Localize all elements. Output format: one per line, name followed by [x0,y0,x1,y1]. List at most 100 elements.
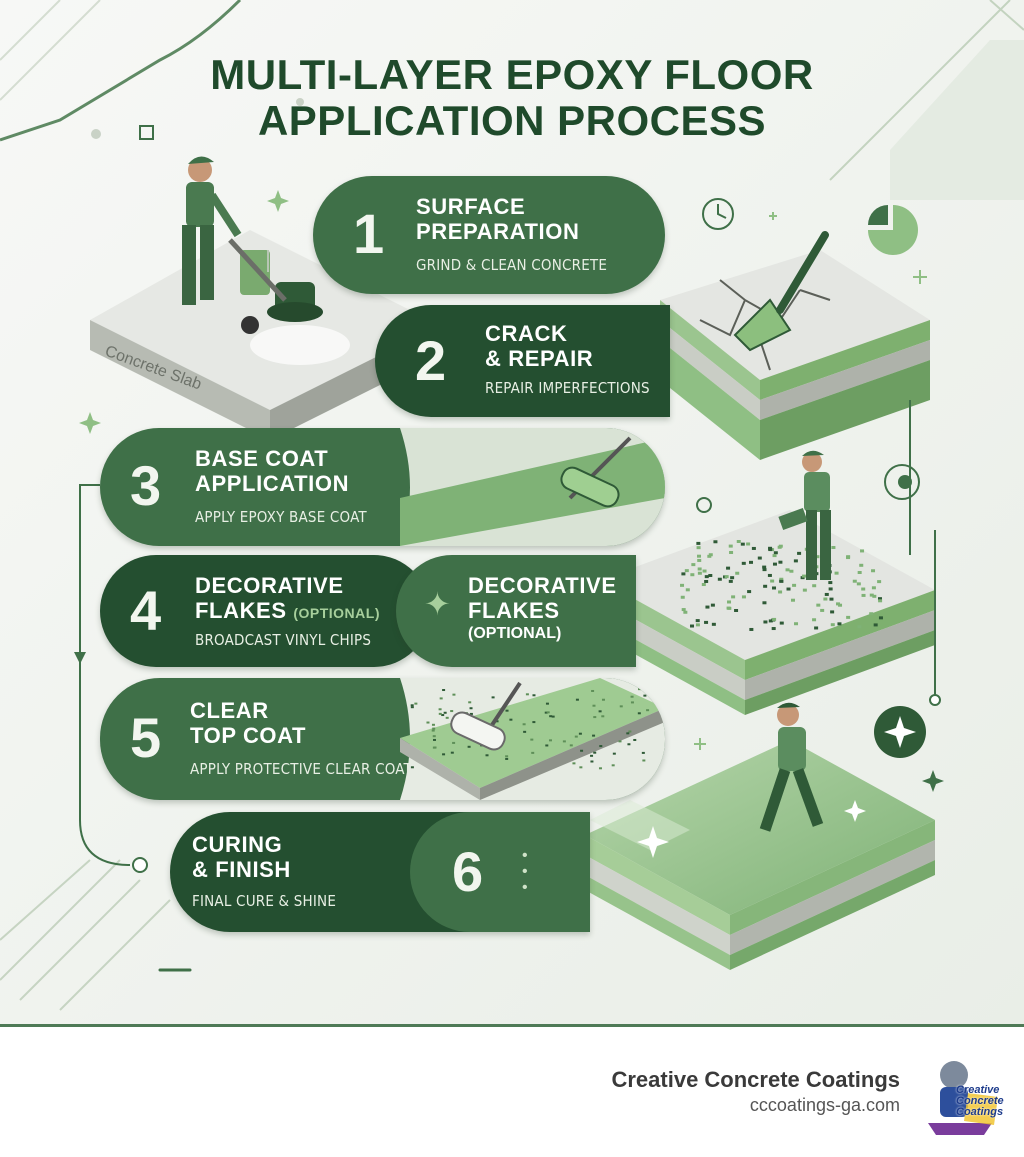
flake [877,597,882,601]
flake [708,553,713,557]
floor-grinder-icon [228,238,323,334]
flake [724,575,729,579]
flake [872,594,877,598]
flake [578,732,582,735]
flake [611,764,615,767]
flake [549,715,553,718]
flake [495,720,499,723]
cracked-slab [660,250,930,460]
flake [467,745,471,748]
flake [505,757,509,760]
flake [773,551,778,555]
flake [649,689,653,692]
flake [443,711,447,714]
paint-roller-icon [560,436,632,508]
flake [593,716,597,719]
flake [590,754,594,757]
flake [545,702,549,705]
flake [591,689,595,692]
flake [736,540,741,544]
flake [523,730,527,733]
trowel-icon [733,231,829,352]
flake [771,627,776,631]
flake [829,597,834,601]
flake [532,694,536,697]
step-number: 4 [130,579,162,642]
flake [824,592,829,596]
flake [772,554,777,558]
flake [642,759,646,762]
flake [544,711,548,714]
flake [681,572,686,576]
flake [697,571,702,575]
flake [681,608,686,612]
flake [749,560,754,564]
pie-chart-icon [868,205,918,255]
flake [751,546,756,550]
flake [630,701,634,704]
flake [705,605,710,609]
step-6-number-panel: 6 ••• [410,812,590,932]
flake [727,600,732,604]
flake [531,751,535,754]
flake [522,723,526,726]
flake [590,760,594,763]
flake [800,576,805,580]
brand-url[interactable]: cccoatings-ga.com [749,1095,900,1115]
flake [812,584,817,588]
flake [763,584,768,588]
flake [846,615,851,619]
title-line-1: MULTI-LAYER EPOXY FLOOR [210,51,814,98]
step-subtitle: APPLY EPOXY BASE COAT [195,508,367,526]
flake [828,587,833,591]
flake [619,705,623,708]
flake [735,571,740,575]
flake [452,693,456,696]
flake [646,709,650,712]
flake [792,583,797,587]
flake [779,621,784,625]
flake [445,716,449,719]
flake [710,603,715,607]
flake [786,587,791,591]
flake [469,707,473,710]
flake [569,744,573,747]
flake [871,569,876,573]
flake [762,601,767,605]
flake [469,712,473,715]
logo-text: Creative Concrete Coatings [956,1084,1004,1118]
flake [878,616,883,620]
flake [633,738,637,741]
flake [551,715,555,718]
flake [768,546,773,550]
flake [612,752,616,755]
flake [746,542,751,546]
flake [598,767,602,770]
flake [684,569,689,573]
flake [468,701,472,704]
flake [680,595,685,599]
flake [630,695,634,698]
flake [450,710,454,713]
flake [711,622,716,626]
footer: Creative Concrete Coatings cccoatings-ga… [0,1024,1024,1157]
flake [599,745,603,748]
flake [830,623,835,627]
flake [779,577,784,581]
step-number: 1 [353,202,385,265]
flake [683,610,688,614]
flake [869,612,874,616]
worker-1 [182,156,242,305]
flake [410,704,414,707]
flake [697,567,702,571]
flake-texture [410,688,653,770]
flake [426,721,430,724]
paint-roller-icon [450,681,522,751]
flakes-panel-optional: (OPTIONAL) [468,625,562,642]
